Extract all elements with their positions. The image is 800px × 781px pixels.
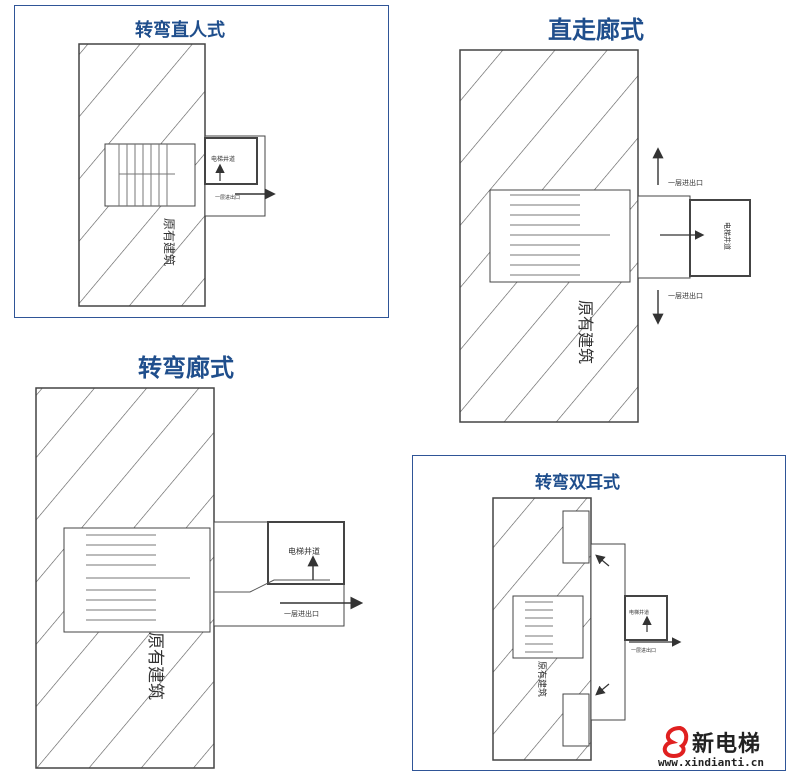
exit-label: 一层进出口 [284,609,319,618]
stairwell [489,189,631,283]
panel-title: 转弯双耳式 [535,473,620,493]
corridor [590,543,626,721]
shaft-label: 电梯井道 [288,546,320,556]
panel-title: 转弯直人式 [135,20,225,41]
floorplan-diagram: 电梯井道 一层进出口 原有建筑 [492,497,682,761]
panel-title: 直走廊式 [548,16,644,44]
brand-name: 新电梯 [692,732,762,757]
exit-label-bottom: 一层进出口 [668,291,703,300]
floorplan-diagram: 电梯井道 一层进出口 原有建筑 [35,387,364,769]
exit-label-top: 一层进出口 [668,178,703,187]
shaft-label: 电梯井道 [211,155,235,163]
building-label: 原有建筑 [576,300,595,364]
brand-logo-icon [662,725,689,759]
stairwell [63,527,211,633]
panel-turning-corridor: 转弯廊式 电梯井道 一层进出口 原有建筑 [30,340,410,775]
stairwell [104,143,196,207]
panel-turning-straight-entry: 转弯直人式 电梯井道 一层进出口 原有建筑 [14,5,389,318]
floorplan-diagram: 电梯井道 一层进出口 一层进出口 原有建筑 [459,49,751,423]
panel-straight-corridor: 直走廊式 电梯井道 一层进出口 一层进出口 原有建筑 [440,0,770,440]
brand-watermark: 新电梯 www.xindianti.cn [656,724,796,780]
building-label: 原有建筑 [162,218,177,266]
ear-room-bottom [562,693,590,747]
building-label: 原有建筑 [536,661,548,697]
elevator-shaft [267,521,345,585]
exit-label: 一层进出口 [215,194,240,201]
panel-title: 转弯廊式 [138,354,234,382]
elevator-shaft [689,199,751,277]
elevator-shaft [204,137,258,185]
building-label: 原有建筑 [145,632,165,700]
floorplan-diagram: 电梯井道 一层进出口 原有建筑 [78,43,276,307]
stairwell [512,595,584,659]
ear-room-top [562,510,590,564]
shaft-label: 电梯井道 [723,222,732,250]
elevator-shaft [624,595,668,641]
panel-turning-double-ear: 转弯双耳式 电梯井道 一层进出口 原有建筑 [412,455,786,771]
exit-label: 一层进出口 [631,647,656,654]
brand-url: www.xindianti.cn [658,756,764,769]
corridor [637,195,691,279]
shaft-label: 电梯井道 [629,609,649,616]
